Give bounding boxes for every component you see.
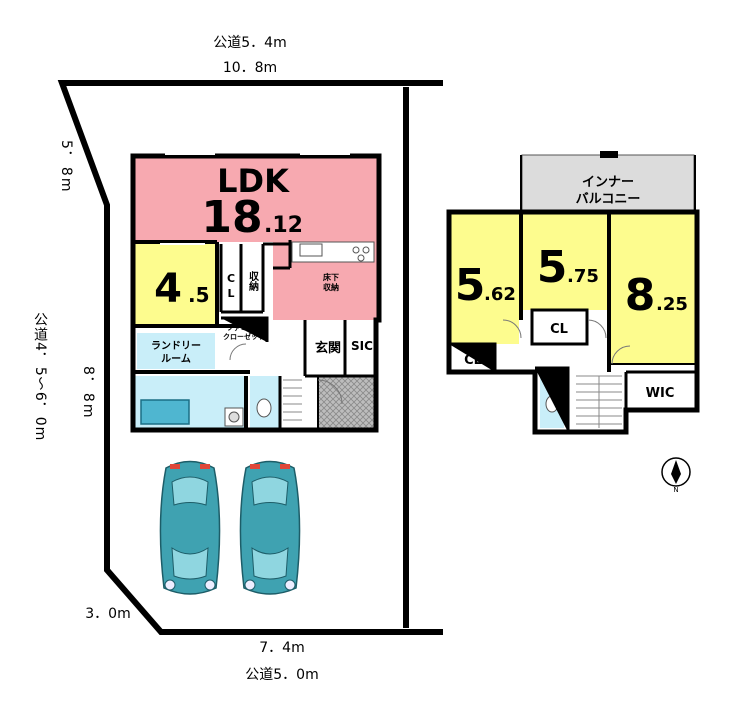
wic-label: WIC (646, 386, 675, 401)
laundry-room (137, 333, 215, 369)
width-top-label: 10．8m (223, 60, 277, 76)
room-5-62 (449, 214, 519, 344)
floor-1: LDK 18 .12 4 .5 C L 収納 床下 収納 ファミリー クローゼッ… (130, 153, 382, 433)
room-a-size-int: 5 (455, 260, 486, 311)
room-a-size-dec: .62 (484, 284, 516, 305)
road-left-label: 公道4．5～6．0m (32, 312, 48, 441)
compass-icon: N (661, 457, 691, 494)
compass-north-label: N (673, 486, 678, 494)
room-4-5 (133, 242, 217, 324)
room-8-25 (611, 214, 695, 364)
storage-label: 収納 (247, 271, 259, 292)
car-right (239, 460, 301, 595)
room-b-size-int: 5 (537, 242, 568, 293)
depth-left-label: 8．8m (80, 366, 96, 419)
room-size-int: 4 (154, 266, 182, 312)
room-c-size-dec: .25 (656, 294, 688, 315)
cl-label-bottom: L (227, 287, 234, 300)
bathtub (140, 399, 190, 425)
room-5-75 (523, 214, 607, 310)
corner-bottom-label: 3．0m (85, 606, 130, 622)
entrance-tile (318, 376, 376, 430)
room-c-size-int: 8 (625, 270, 656, 321)
car-left (159, 460, 221, 595)
laundry-label-bottom: ルーム (161, 353, 191, 365)
depth-left-upper-label: 5．8m (58, 140, 74, 193)
ldk-size-dec: .12 (264, 213, 303, 238)
balcony-label-bottom: バルコニー (576, 192, 641, 207)
ldk-label: LDK (217, 162, 290, 200)
floor-2: インナー バルコニー 5 .62 5 .75 8 .25 CL CL WIC (446, 151, 700, 435)
cl-label-top: C (227, 272, 235, 285)
sic-label: SIC (351, 339, 373, 353)
road-bottom-label: 公道5．0m (245, 667, 318, 683)
balcony-label-top: インナー (582, 175, 634, 190)
room-size-dec: .5 (188, 283, 210, 307)
width-bottom-label: 7．4m (259, 640, 304, 656)
cl-b-label: CL (550, 322, 568, 337)
ldk-area (133, 156, 379, 242)
underfloor-label-bottom: 収納 (323, 282, 339, 292)
room-b-size-dec: .75 (567, 266, 599, 287)
entrance-label: 玄関 (315, 340, 341, 356)
family-closet-label-bottom: クローゼット (223, 332, 265, 341)
ldk-size-int: 18 (201, 192, 262, 243)
family-closet-label-top: ファミリー (227, 324, 262, 332)
site-boundary (57, 80, 443, 635)
cl-a-label: CL (464, 353, 482, 368)
laundry-label-top: ランドリー (151, 340, 201, 352)
road-top-label: 公道5．4m (213, 35, 286, 51)
underfloor-label-top: 床下 (323, 272, 339, 282)
